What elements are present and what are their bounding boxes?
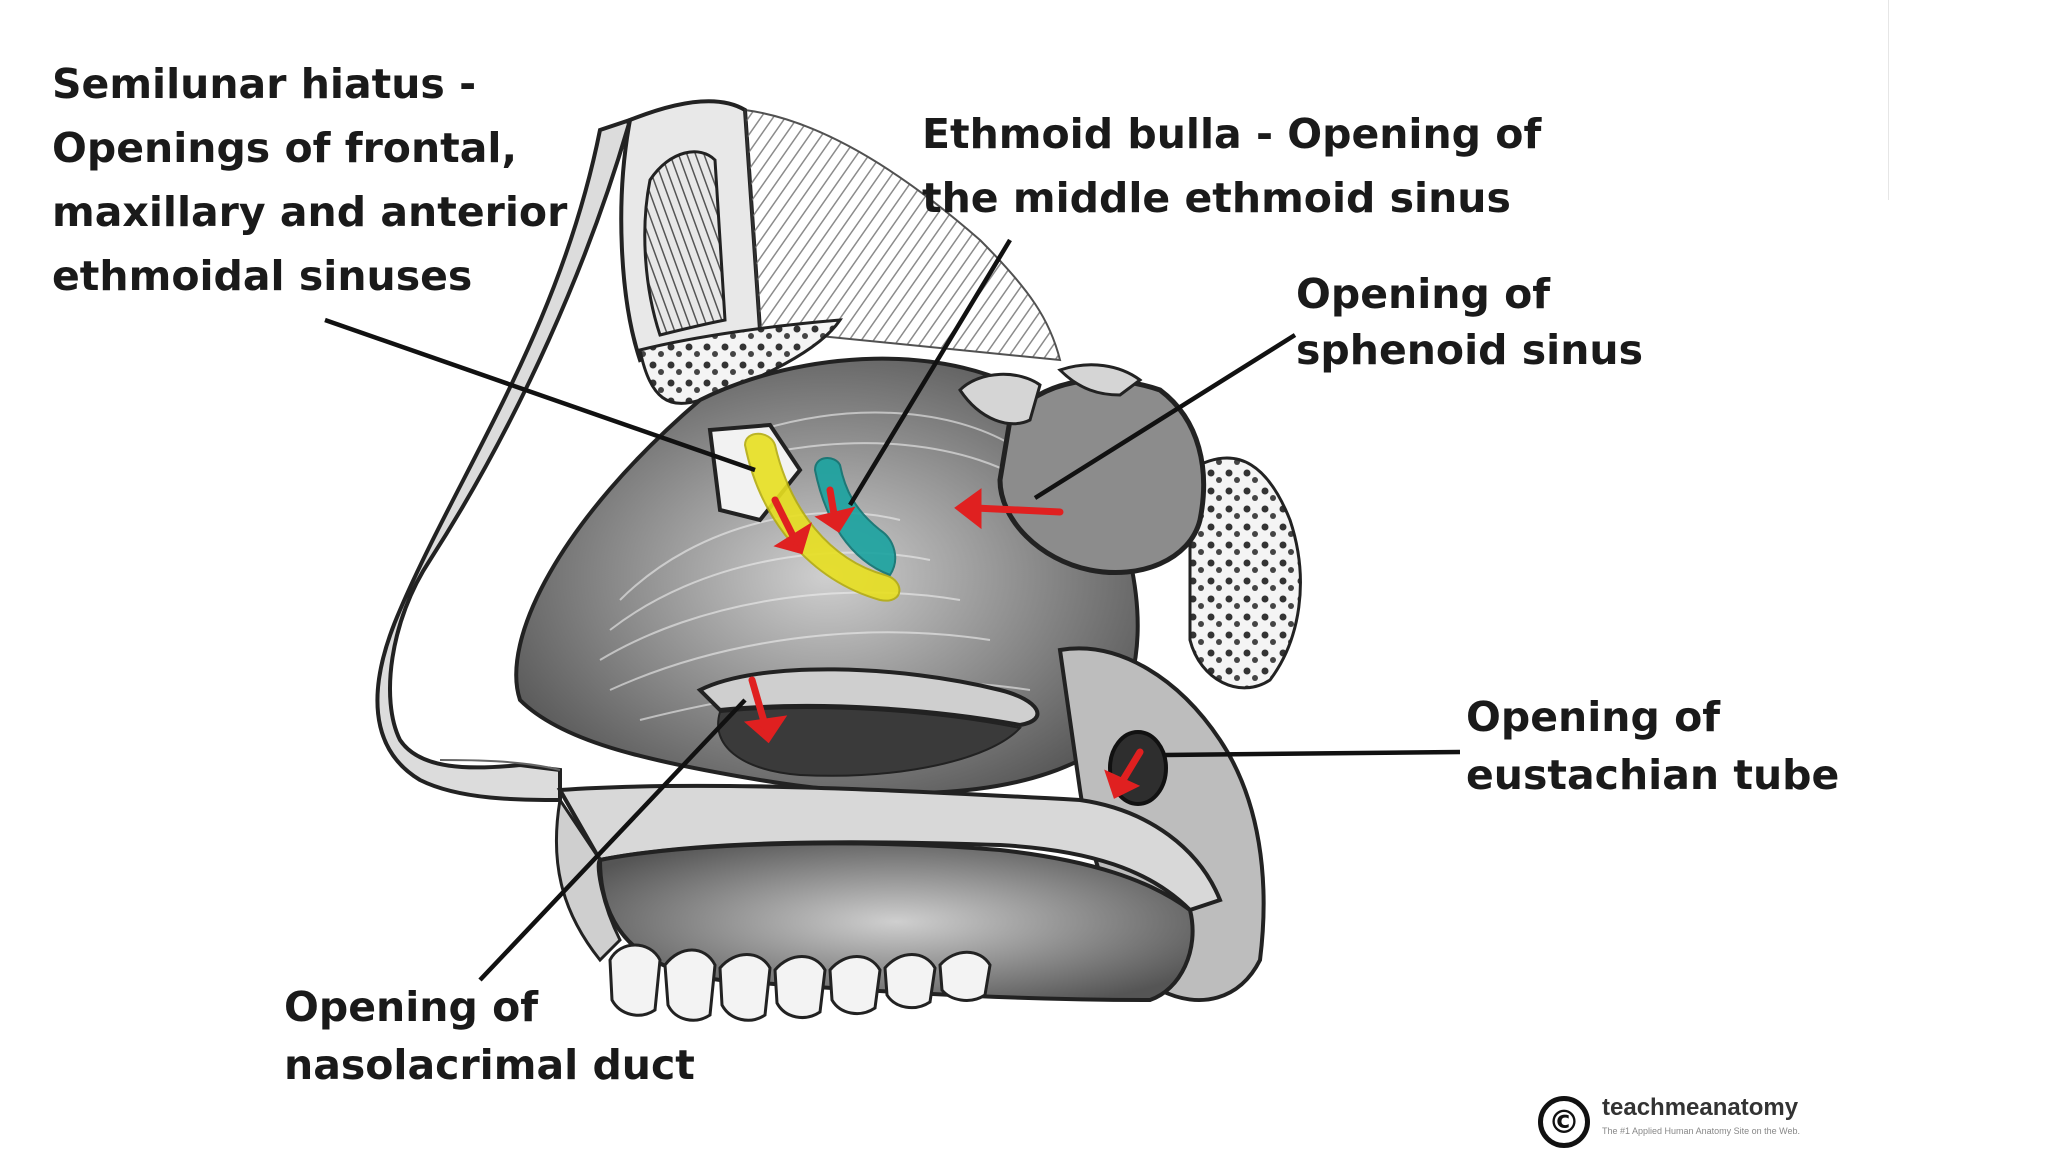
opening-arrows [743,486,1144,799]
semilunar-line-1: Semilunar hiatus - [52,60,477,108]
pointer-eustachian [1164,749,1461,758]
nasolacrimal-line-2: nasolacrimal duct [284,1041,695,1089]
pointer-semilunar [324,317,756,473]
arrow-ethmoid-bulla [814,486,856,533]
pointer-nasolacrimal [478,698,747,982]
sphenoid-sinus-label: Opening of sphenoid sinus [1296,266,1643,378]
eustachian-line-1: Opening of [1466,693,1721,741]
semilunar-line-2: Openings of frontal, [52,124,518,172]
semilunar-line-4: ethmoidal sinuses [52,252,473,300]
ethmoid-line-2: the middle ethmoid sinus [922,174,1511,222]
frontal-bone [619,99,1062,363]
edge-divider [1888,0,1889,200]
eustachian-line-2: eustachian tube [1466,751,1840,799]
nasolacrimal-line-1: Opening of [284,983,539,1031]
sphenoid-spongy-bone [1188,456,1302,690]
sphenoid-line-1: Opening of [1296,270,1551,318]
nasolacrimal-duct-label: Opening of nasolacrimal duct [284,978,695,1094]
pointer-ethmoid [848,238,1012,507]
eustachian-tube-label: Opening of eustachian tube [1466,688,1839,804]
semilunar-hiatus-label: Semilunar hiatus - Openings of frontal, … [52,52,567,308]
semilunar-line-3: maxillary and anterior [52,188,568,236]
sphenoid-sinus [958,363,1207,576]
brand-name: teachmeanatomy [1602,1094,1799,1121]
arrow-eustachian-tube [1104,748,1144,799]
ethmoid-spongy-bone [638,318,843,405]
pointer-lines [324,238,1461,982]
ethmoid-bulla-highlight [813,457,897,577]
arrow-semilunar-hiatus [771,496,813,555]
teeth [608,943,992,1022]
ethmoid-line-1: Ethmoid bulla - Opening of [922,110,1542,158]
pointer-sphenoid [1033,333,1297,500]
oral-cavity [554,783,1223,1022]
ethmoid-bulla-label: Ethmoid bulla - Opening of the middle et… [922,102,1541,230]
copyright-icon: © [1538,1096,1590,1148]
brand-tagline: The #1 Applied Human Anatomy Site on the… [1602,1126,1800,1136]
teachmeanatomy-logo: © teachmeanatomy The #1 Applied Human An… [1538,1092,1878,1148]
arrow-sphenoid-sinus [954,488,1064,530]
arrow-nasolacrimal-duct [743,676,788,744]
sphenoid-line-2: sphenoid sinus [1296,326,1644,374]
